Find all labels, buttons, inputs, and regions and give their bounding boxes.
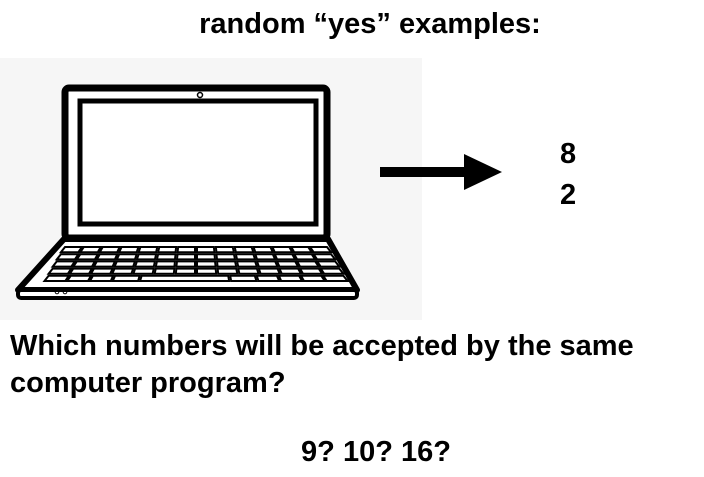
keyboard-key bbox=[175, 253, 196, 261]
keyboard-key bbox=[257, 267, 282, 275]
keyboard-key bbox=[74, 253, 100, 261]
keyboard-key bbox=[155, 253, 177, 261]
keyboard-key bbox=[289, 246, 314, 254]
keyboard-key bbox=[175, 260, 196, 268]
keyboard-key bbox=[78, 246, 103, 254]
keyboard-key bbox=[42, 274, 71, 282]
keyboard-key bbox=[176, 246, 196, 254]
keyboard-key bbox=[216, 267, 239, 275]
keyboard-key bbox=[117, 246, 140, 254]
right-arrow-icon bbox=[380, 154, 502, 190]
keyboard-key bbox=[58, 246, 84, 254]
keyboard-key bbox=[71, 260, 97, 268]
keyboard-key bbox=[252, 246, 275, 254]
keyboard-key bbox=[196, 267, 218, 275]
keyboard-key bbox=[229, 274, 258, 282]
keyboard-key bbox=[255, 274, 281, 282]
keyboard-key bbox=[196, 253, 217, 261]
keyboard-key bbox=[196, 260, 217, 268]
keyboard-key bbox=[133, 260, 157, 268]
keyboard-key bbox=[295, 260, 321, 268]
keyboard-key bbox=[174, 267, 196, 275]
keyboard-key bbox=[50, 260, 77, 268]
keyboard-key bbox=[311, 253, 338, 261]
keyboard-key bbox=[135, 253, 158, 261]
example-number: 8 bbox=[560, 138, 577, 170]
keyboard-key bbox=[273, 253, 297, 261]
keyboard-key bbox=[115, 253, 139, 261]
keyboard-key bbox=[156, 246, 178, 254]
keyboard-key bbox=[112, 260, 137, 268]
keyboard-key bbox=[46, 267, 74, 275]
laptop-illustration bbox=[0, 58, 422, 320]
keyboard-key bbox=[233, 246, 255, 254]
question-text: Which numbers will be accepted by the sa… bbox=[10, 330, 634, 399]
keyboard-key bbox=[270, 246, 294, 254]
keyboard-key bbox=[132, 267, 156, 275]
keyboard-key bbox=[275, 260, 300, 268]
laptop-icon bbox=[15, 84, 360, 300]
keyboard-key bbox=[277, 267, 303, 275]
keyboard-key bbox=[54, 253, 81, 261]
keyboard-key bbox=[308, 246, 334, 254]
keyboard-key bbox=[137, 246, 159, 254]
keyboard-key bbox=[98, 246, 122, 254]
keyboard-key bbox=[321, 274, 350, 282]
candidate-numbers: 9? 10? 16? bbox=[301, 436, 451, 468]
keyboard-key bbox=[65, 274, 93, 282]
keyboard-key bbox=[67, 267, 94, 275]
keyboard-key bbox=[318, 267, 346, 275]
keyboard-key bbox=[292, 253, 318, 261]
slide-heading: random “yes” examples: bbox=[199, 8, 541, 40]
keyboard-key bbox=[214, 246, 236, 254]
keyboard-key bbox=[215, 253, 237, 261]
keyboard-key bbox=[110, 267, 135, 275]
keyboard-key bbox=[235, 260, 259, 268]
keyboard-key bbox=[234, 253, 257, 261]
keyboard-key bbox=[153, 267, 176, 275]
keyboard-key bbox=[215, 260, 238, 268]
keyboard-key bbox=[196, 246, 216, 254]
keyboard-key bbox=[95, 253, 119, 261]
keyboard-key bbox=[92, 260, 117, 268]
keyboard-key bbox=[154, 260, 177, 268]
example-number: 2 bbox=[560, 179, 577, 211]
keyboard-key bbox=[88, 274, 115, 282]
keyboard-key bbox=[255, 260, 280, 268]
keyboard-key bbox=[111, 274, 141, 282]
keyboard-key bbox=[315, 260, 342, 268]
keyboard-key bbox=[253, 253, 277, 261]
keyboard-key bbox=[299, 274, 327, 282]
keyboard-key bbox=[298, 267, 325, 275]
keyboard-key bbox=[138, 274, 231, 282]
keyboard-key bbox=[277, 274, 304, 282]
accepted-examples-list: 8 2 bbox=[560, 134, 620, 216]
keyboard-key bbox=[89, 267, 115, 275]
keyboard-key bbox=[236, 267, 260, 275]
